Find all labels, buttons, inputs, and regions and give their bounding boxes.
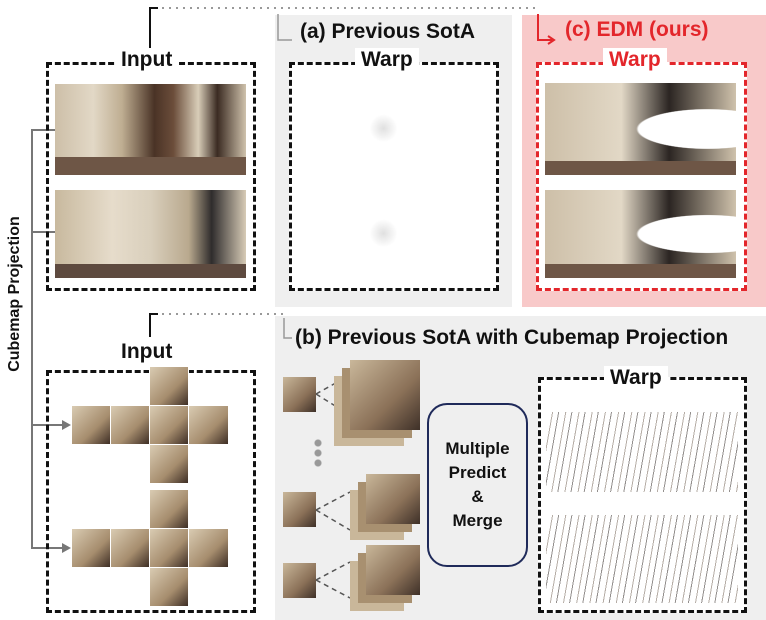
cubemap-face xyxy=(110,528,150,568)
panel-c-warp-label: Warp xyxy=(603,48,667,72)
panel-c-title: (c) EDM (ours) xyxy=(565,18,709,41)
cube-face-input xyxy=(283,377,316,412)
ellipsis-dots xyxy=(314,438,322,468)
panel-b-warp-image-1 xyxy=(546,412,738,492)
panel-a-title: (a) Previous SotA xyxy=(300,20,476,43)
input-panorama-1 xyxy=(55,84,246,175)
cubemap-face xyxy=(149,528,189,568)
input-bottom-label: Input xyxy=(115,340,179,364)
prediction-stack xyxy=(366,545,420,595)
cubemap-face xyxy=(71,528,111,568)
cubemap-projection-label: Cubemap Projection xyxy=(6,199,24,389)
input-top-label: Input xyxy=(115,48,179,72)
panel-a-warp-label: Warp xyxy=(355,48,419,72)
merge-line-1: Multiple xyxy=(445,439,510,458)
panel-c-warp-image-2 xyxy=(545,190,736,278)
cube-face-input xyxy=(283,492,316,527)
panel-b-warp-image-2 xyxy=(546,515,738,603)
cubemap-face xyxy=(188,528,229,568)
merge-line-4: Merge xyxy=(452,511,503,530)
cubemap-face xyxy=(149,444,189,484)
merge-line-2: Predict xyxy=(448,463,507,482)
cubemap-face xyxy=(71,405,111,445)
multiple-predict-merge-box: Multiple Predict & Merge xyxy=(427,403,528,567)
panel-c-warp-image-1 xyxy=(545,83,736,175)
cubemap-face xyxy=(149,489,189,529)
cubemap-face xyxy=(110,405,150,445)
panel-a-warp-image-1 xyxy=(298,90,488,175)
cubemap-face xyxy=(149,366,189,406)
merge-line-3: & xyxy=(471,487,484,506)
panel-a-warp-image-2 xyxy=(298,195,488,280)
panel-b-warp-label: Warp xyxy=(604,366,668,390)
cubemap-face xyxy=(149,405,189,445)
cubemap-face xyxy=(149,567,189,607)
input-panorama-2 xyxy=(55,190,246,278)
cubemap-face xyxy=(188,405,229,445)
panel-b-title: (b) Previous SotA with Cubemap Projectio… xyxy=(295,326,729,349)
prediction-stack xyxy=(366,474,420,524)
prediction-stack xyxy=(350,360,420,430)
cube-face-input xyxy=(283,563,316,598)
